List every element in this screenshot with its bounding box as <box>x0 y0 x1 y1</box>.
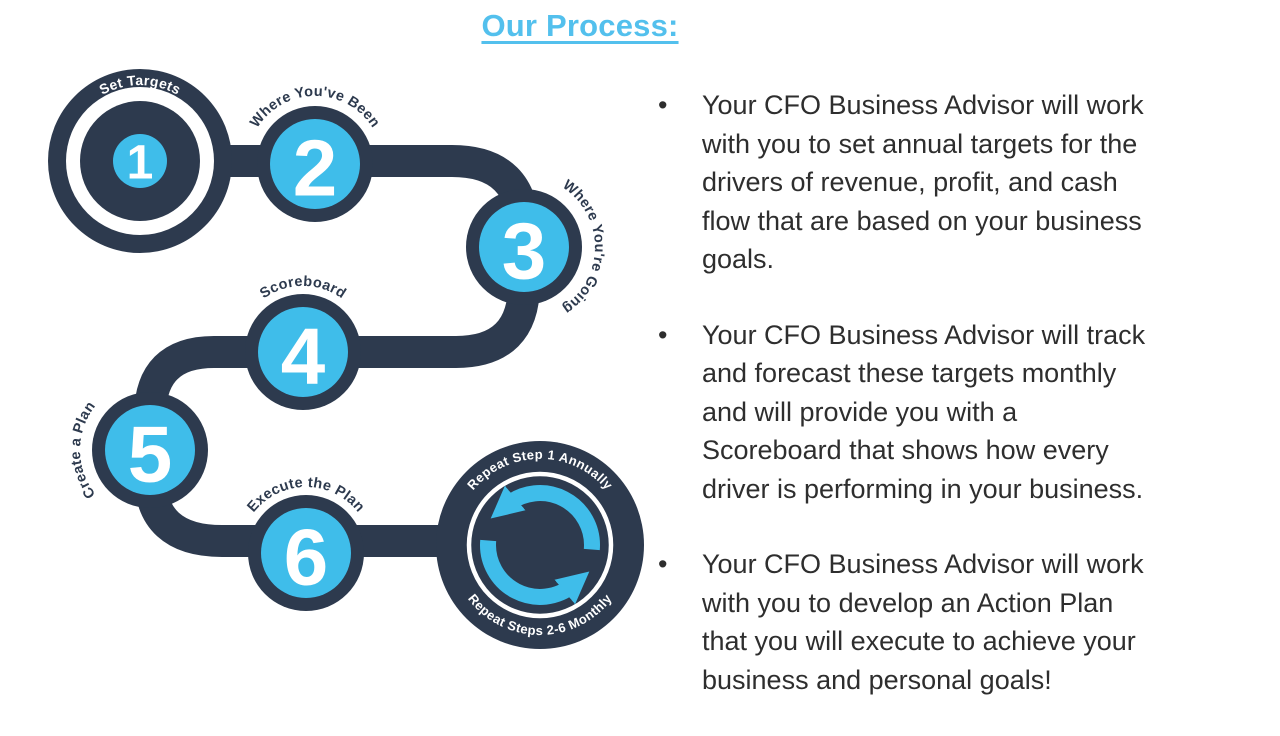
bullet-item: Your CFO Business Advisor will work with… <box>642 545 1248 699</box>
step-4-number: 4 <box>281 312 326 401</box>
step-6-number: 6 <box>284 513 329 602</box>
page-title: Our Process: <box>481 8 679 43</box>
repeat-inner-ring <box>466 471 614 619</box>
step-2-circle: 2 Where You've Been <box>247 84 383 222</box>
step-4-fill <box>258 307 348 397</box>
step-2-number: 2 <box>293 124 338 213</box>
bullet-item: Your CFO Business Advisor will work with… <box>642 86 1248 279</box>
process-diagram: 1 Set Targets 2 Where You've Been 3 Wher… <box>48 69 644 649</box>
step-3-circle: 3 Where You're Going <box>466 177 607 317</box>
bullet-text: Your CFO Business Advisor will track and… <box>702 319 1146 504</box>
bullet-list: Your CFO Business Advisor will work with… <box>642 86 1248 736</box>
step-6-fill <box>261 508 351 598</box>
repeat-circle: Repeat Step 1 Annually Repeat Steps 2-6 … <box>436 441 644 649</box>
step-4-circle: 4 Scoreboard <box>245 274 361 410</box>
step-5-number: 5 <box>128 410 173 499</box>
step-5-circle: 5 Create a Plan <box>68 392 208 508</box>
step-1-target: 1 Set Targets <box>48 69 232 253</box>
bullet-text: Your CFO Business Advisor will work with… <box>702 90 1144 274</box>
bullet-item: Your CFO Business Advisor will track and… <box>642 316 1248 509</box>
step-5-fill <box>105 405 195 495</box>
step-3-fill <box>479 202 569 292</box>
step-3-number: 3 <box>502 207 547 296</box>
target-bullseye <box>113 134 167 188</box>
step-6-circle: 6 Execute the Plan <box>244 475 367 611</box>
bullet-text: Your CFO Business Advisor will work with… <box>702 549 1144 695</box>
step-1-number: 1 <box>127 137 154 190</box>
repeat-disc <box>436 441 644 649</box>
recycle-arrows-icon <box>480 485 600 605</box>
step-2-fill <box>270 119 360 209</box>
